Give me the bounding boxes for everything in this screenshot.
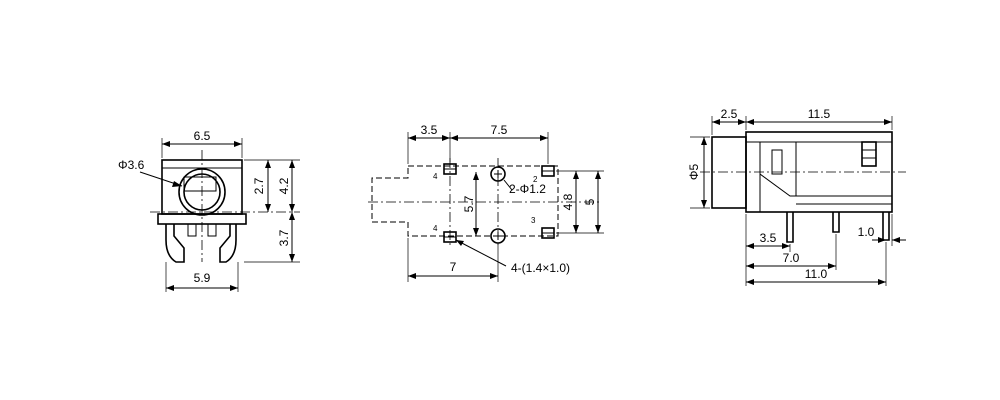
- front-upper-height-label: 2.7: [252, 177, 266, 194]
- pin-a: [786, 212, 794, 243]
- dim-10-label: 1.0: [858, 225, 875, 239]
- pad-number-label: 2: [533, 175, 538, 184]
- side-view: 2.5 11.5 Φ5 3.5 7.0 11.0 1.0: [687, 107, 906, 286]
- leader-line: [503, 179, 513, 191]
- dim-110-label: 11.0: [805, 267, 828, 281]
- arrow: [234, 141, 242, 147]
- arrow: [265, 160, 271, 168]
- arrow: [166, 285, 174, 291]
- arrow: [450, 135, 458, 141]
- arrow: [738, 119, 746, 125]
- arrow: [289, 160, 295, 168]
- right-leg: [219, 224, 237, 263]
- arrow: [746, 243, 754, 249]
- arrow: [746, 279, 754, 285]
- pad-number-label: 4: [433, 172, 438, 181]
- arrow: [878, 279, 886, 285]
- arrow: [172, 181, 182, 187]
- pcb-layout-view: 4 2 4 3 2-Φ1.2 3.5 7.5 5.7 4.8 5: [368, 123, 604, 282]
- arrow: [456, 240, 464, 246]
- arrow: [289, 204, 295, 212]
- dim-35-label: 3.5: [760, 231, 777, 245]
- diameter-label: Φ5: [687, 164, 701, 181]
- left-leg: [165, 224, 185, 263]
- arrow: [573, 171, 579, 179]
- side-front-nose: [711, 136, 747, 209]
- pad-size-label: 4-(1.4×1.0): [511, 261, 570, 275]
- pin-b: [832, 212, 840, 233]
- pin-c: [882, 212, 890, 241]
- mounting-hole: [490, 228, 506, 244]
- arrow: [712, 119, 720, 125]
- arrow: [595, 171, 601, 179]
- arrow: [473, 172, 479, 180]
- pcb-outline: [371, 165, 559, 237]
- pad-number-label: 4: [433, 224, 438, 233]
- front-base: [157, 213, 247, 225]
- arrow: [884, 119, 892, 125]
- contact-window: [771, 149, 783, 175]
- center-tab-left: [187, 224, 197, 237]
- arrow: [892, 237, 900, 243]
- arrow: [289, 212, 295, 220]
- arrow: [573, 225, 579, 233]
- arrow: [595, 225, 601, 233]
- front-view: 6.5 Φ3.6 2.7 4.2 3.7 5.9: [118, 129, 300, 292]
- arrow: [408, 273, 416, 279]
- front-lower-height-label: 3.7: [277, 229, 291, 246]
- height-5-label: 5: [583, 198, 597, 205]
- front-width-top-label: 6.5: [194, 129, 211, 143]
- arrow: [473, 228, 479, 236]
- arrow: [746, 119, 754, 125]
- hole-dia-label: 2-Φ1.2: [509, 182, 546, 196]
- arrow: [782, 243, 790, 249]
- height-48-label: 4.8: [561, 193, 575, 210]
- arrow: [540, 135, 548, 141]
- front-hole-dia-label: Φ3.6: [118, 158, 145, 172]
- front-width-bottom-label: 5.9: [194, 271, 211, 285]
- inner-height-label: 5.7: [462, 195, 476, 212]
- front-total-height-label: 4.2: [277, 177, 291, 194]
- arrow: [746, 263, 754, 269]
- arrow: [289, 254, 295, 262]
- arrow: [490, 273, 498, 279]
- internal-spring: [759, 173, 892, 197]
- jack-contact-slot: [183, 176, 217, 192]
- body-length-label: 11.5: [808, 107, 831, 121]
- bottom-width-label: 7: [450, 260, 457, 274]
- mounting-hole: [490, 166, 506, 182]
- pad-number-label: 3: [531, 216, 536, 225]
- rear-contact-window: [861, 141, 877, 167]
- leader-line: [455, 239, 507, 267]
- arrow: [828, 263, 836, 269]
- arrow: [701, 200, 707, 208]
- pitch-left-label: 3.5: [421, 123, 438, 137]
- front-length-label: 2.5: [721, 107, 738, 121]
- pitch-right-label: 7.5: [491, 123, 508, 137]
- arrow: [878, 237, 886, 243]
- dim-70-label: 7.0: [783, 251, 800, 265]
- arrow: [442, 135, 450, 141]
- arrow: [162, 141, 170, 147]
- arrow: [265, 204, 271, 212]
- arrow: [230, 285, 238, 291]
- arrow: [701, 137, 707, 145]
- arrow: [408, 135, 416, 141]
- center-tab-right: [207, 224, 217, 237]
